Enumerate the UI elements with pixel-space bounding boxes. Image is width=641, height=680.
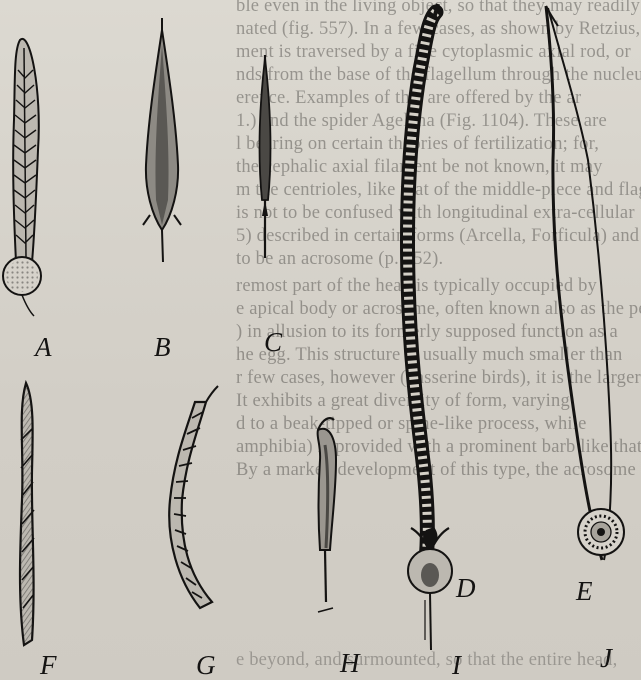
figure-a-drawing	[3, 39, 41, 316]
figure-label-i: I	[452, 652, 461, 679]
figure-d-drawing	[408, 4, 439, 560]
figure-label-e: E	[576, 578, 593, 605]
figure-b-drawing	[143, 18, 181, 262]
figure-label-h: H	[340, 650, 360, 677]
figure-c-drawing	[260, 55, 271, 258]
figure-h-drawing	[318, 418, 336, 612]
figure-label-d: D	[456, 575, 476, 602]
figure-e-drawing	[546, 6, 611, 560]
figure-label-g: G	[196, 652, 216, 679]
figure-label-a: A	[35, 334, 52, 361]
figure-label-c: C	[264, 329, 282, 356]
figure-f-drawing	[20, 383, 34, 645]
figure-label-b: B	[154, 334, 171, 361]
figure-j-drawing	[578, 509, 624, 555]
figure-label-f: F	[40, 652, 57, 679]
figure-g-drawing	[169, 386, 218, 608]
figure-i-drawing	[408, 527, 452, 650]
figure-label-j: J	[600, 645, 612, 672]
